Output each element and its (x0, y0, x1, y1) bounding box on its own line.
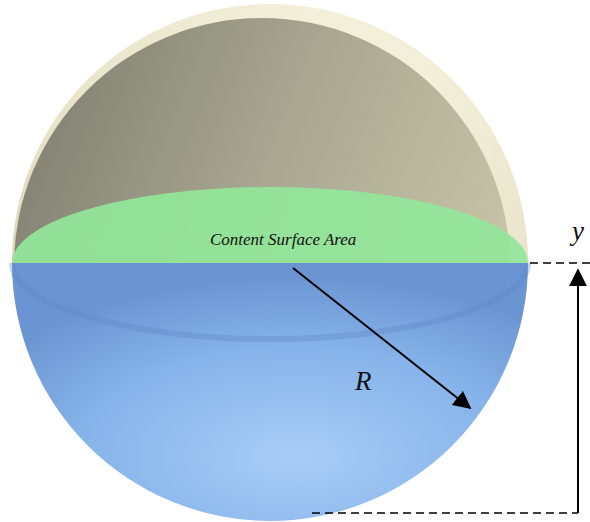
dimension-dash (312, 512, 578, 514)
sphere-shell (12, 4, 528, 263)
surface-ellipse (12, 187, 528, 263)
height-arrow (577, 270, 579, 513)
radius-label: R (355, 366, 372, 397)
height-label: y (572, 216, 584, 247)
liquid-surface: Content Surface Area (12, 187, 528, 263)
dimension-dash (530, 262, 590, 264)
surface-label: Content Surface Area (210, 230, 356, 250)
liquid-body (12, 263, 528, 521)
liquid-shade (12, 263, 528, 339)
radius-arrow (293, 268, 470, 408)
